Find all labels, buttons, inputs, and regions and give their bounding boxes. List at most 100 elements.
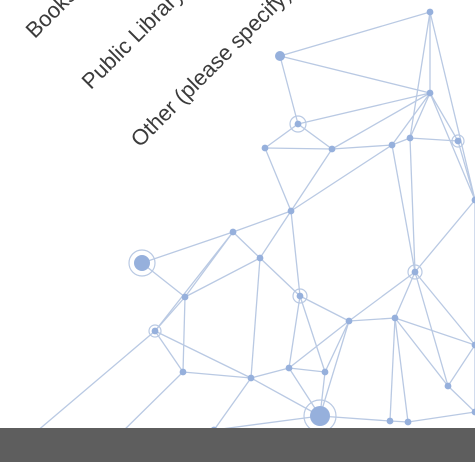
network-line — [407, 411, 475, 423]
network-node — [296, 292, 304, 300]
network-node — [310, 406, 330, 426]
network-line — [182, 371, 252, 379]
network-line — [324, 320, 350, 373]
network-node — [406, 134, 414, 142]
network-node — [181, 293, 189, 301]
network-line — [394, 271, 416, 319]
network-node — [287, 207, 295, 215]
network-line — [141, 262, 186, 298]
network-line — [457, 140, 475, 201]
network-line — [288, 320, 350, 369]
network-line — [394, 317, 409, 423]
network-node — [229, 228, 237, 236]
network-line — [279, 55, 431, 94]
network-line — [409, 11, 431, 139]
network-node — [411, 268, 419, 276]
network-node — [261, 144, 269, 152]
network-line — [394, 317, 475, 346]
network-line — [319, 415, 391, 422]
network-node-ring — [148, 324, 162, 338]
network-line — [259, 257, 301, 297]
network-line — [288, 295, 301, 369]
network-line — [394, 317, 449, 387]
network-line — [259, 210, 292, 259]
network-line — [414, 271, 475, 346]
network-line — [154, 330, 252, 379]
network-node-ring — [128, 249, 156, 277]
network-line — [290, 210, 301, 297]
network-node — [444, 382, 452, 390]
network-node — [275, 51, 285, 61]
network-line — [250, 367, 290, 379]
network-line — [297, 123, 333, 150]
network-line — [232, 231, 261, 259]
network-line — [447, 385, 475, 413]
network-line — [264, 147, 292, 212]
network-line — [182, 296, 186, 373]
network-line — [290, 148, 333, 212]
network-node — [134, 255, 150, 271]
network-line — [331, 92, 431, 150]
network-node — [321, 368, 329, 376]
network-line — [348, 271, 416, 322]
network-node-ring — [289, 115, 307, 133]
network-line — [429, 11, 475, 201]
network-line — [184, 257, 261, 298]
network-node — [471, 408, 475, 416]
network-node — [471, 341, 475, 349]
network-line — [264, 123, 299, 149]
network-line — [115, 371, 184, 439]
network-node-ring — [451, 134, 465, 148]
network-line — [264, 147, 333, 150]
network-node — [404, 418, 412, 426]
network-line — [279, 55, 299, 125]
network-line — [299, 295, 326, 373]
network-node — [328, 145, 336, 153]
network-line — [213, 415, 321, 431]
network-line — [141, 231, 234, 264]
network-node — [426, 89, 434, 97]
network-line — [414, 199, 475, 273]
network-line — [154, 231, 234, 332]
network-line — [409, 137, 416, 273]
network-line — [429, 92, 475, 201]
network-line — [409, 92, 431, 139]
network-line — [389, 317, 396, 422]
network-line — [250, 257, 261, 379]
network-node — [471, 196, 475, 204]
network-node — [294, 120, 302, 128]
network-node — [256, 254, 264, 262]
network-node — [151, 327, 159, 335]
network-node-ring — [292, 288, 308, 304]
bottom-bar — [0, 428, 475, 462]
category-label-public-library: Public Library — [77, 0, 189, 94]
network-node — [426, 8, 434, 16]
network-node — [454, 137, 462, 145]
network-node — [345, 317, 353, 325]
network-line — [154, 330, 184, 373]
network-node — [391, 314, 399, 322]
network-line — [299, 295, 350, 322]
category-labels: Books Public Library Other (please speci… — [21, 0, 296, 152]
network-line — [447, 344, 475, 387]
network-line — [409, 137, 459, 142]
network-line — [232, 210, 292, 233]
network-line — [297, 92, 431, 125]
network-line — [213, 377, 252, 431]
network-line — [391, 144, 416, 273]
network-node — [388, 141, 396, 149]
network-node — [247, 374, 255, 382]
network-line — [290, 144, 393, 212]
network-line — [414, 271, 449, 387]
network-node — [179, 368, 187, 376]
network-line — [288, 367, 326, 373]
network-line — [250, 377, 321, 417]
network-line — [331, 144, 393, 150]
network-line — [348, 317, 396, 322]
network-line — [35, 330, 156, 433]
network-line — [279, 11, 431, 57]
network-node-ring — [407, 264, 423, 280]
network-node — [285, 364, 293, 372]
network-line — [429, 92, 459, 142]
